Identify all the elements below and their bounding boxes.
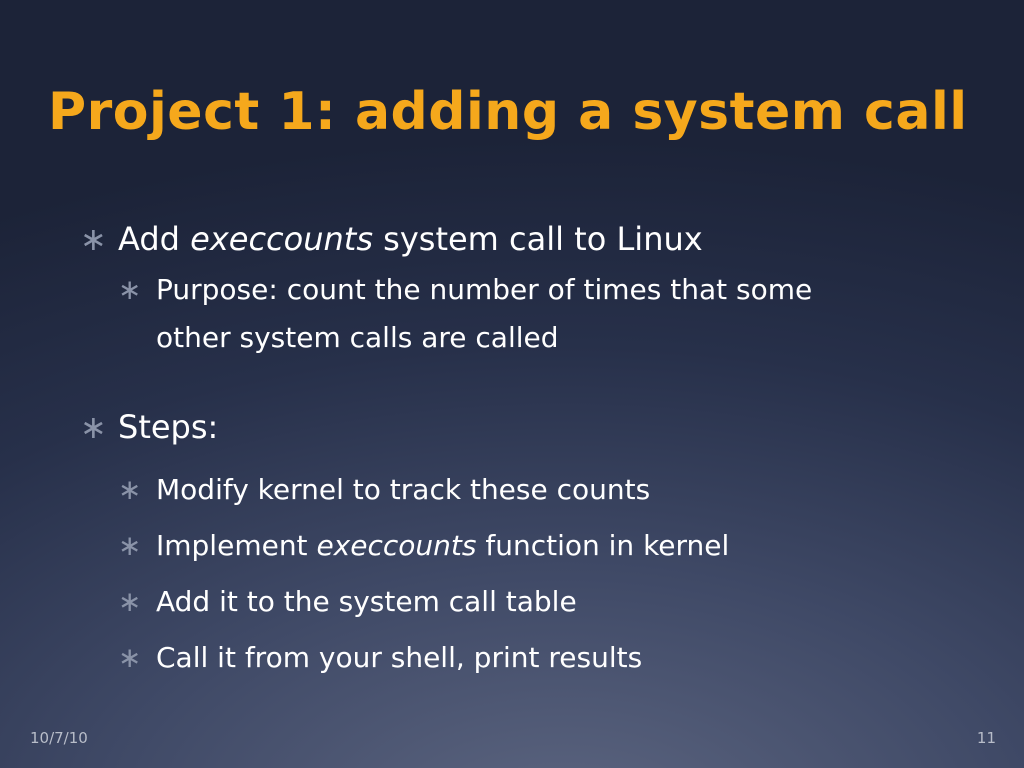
bullet-text: Steps: (118, 408, 219, 446)
bullet-text-after: system call to Linux (372, 220, 703, 258)
footer-date: 10/7/10 (30, 729, 88, 747)
bullet-steps: ∗ Steps: (80, 400, 980, 454)
sub-bullet-asterisk-icon: ∗ (118, 273, 142, 306)
sub-bullet-text-line1: Purpose: count the number of times that … (156, 273, 813, 306)
sub-bullet-text-before: Implement (156, 529, 317, 562)
bullet-asterisk-icon: ∗ (80, 220, 107, 258)
slide-title: Project 1: adding a system call (48, 82, 968, 142)
sub-bullet-text: Call it from your shell, print results (156, 641, 643, 674)
sub-bullet-text-italic: execcounts (316, 529, 477, 562)
sub-bullet-modify-kernel: ∗ Modify kernel to track these counts (80, 462, 980, 518)
sub-bullet-purpose: ∗ Purpose: count the number of times tha… (80, 266, 980, 362)
sub-bullet-text-line2: other system calls are called (156, 321, 559, 354)
slide-content: ∗ Add execcounts system call to Linux ∗ … (80, 212, 980, 686)
sub-bullet-asterisk-icon: ∗ (118, 529, 142, 562)
sub-bullet-text: Modify kernel to track these counts (156, 473, 651, 506)
sub-bullet-text: Add it to the system call table (156, 585, 577, 618)
bullet-text-italic: execcounts (190, 220, 373, 258)
sub-bullet-asterisk-icon: ∗ (118, 585, 142, 618)
sub-bullet-call-shell: ∗ Call it from your shell, print results (80, 630, 980, 686)
bullet-add-execcounts: ∗ Add execcounts system call to Linux (80, 212, 980, 266)
sub-bullet-implement: ∗ Implement execcounts function in kerne… (80, 518, 980, 574)
footer-page-number: 11 (976, 729, 996, 747)
sub-bullet-asterisk-icon: ∗ (118, 641, 142, 674)
bullet-asterisk-icon: ∗ (80, 408, 107, 446)
bullet-text-before: Add (118, 220, 191, 258)
sub-bullet-text-after: function in kernel (476, 529, 730, 562)
sub-bullet-asterisk-icon: ∗ (118, 473, 142, 506)
sub-bullet-add-table: ∗ Add it to the system call table (80, 574, 980, 630)
